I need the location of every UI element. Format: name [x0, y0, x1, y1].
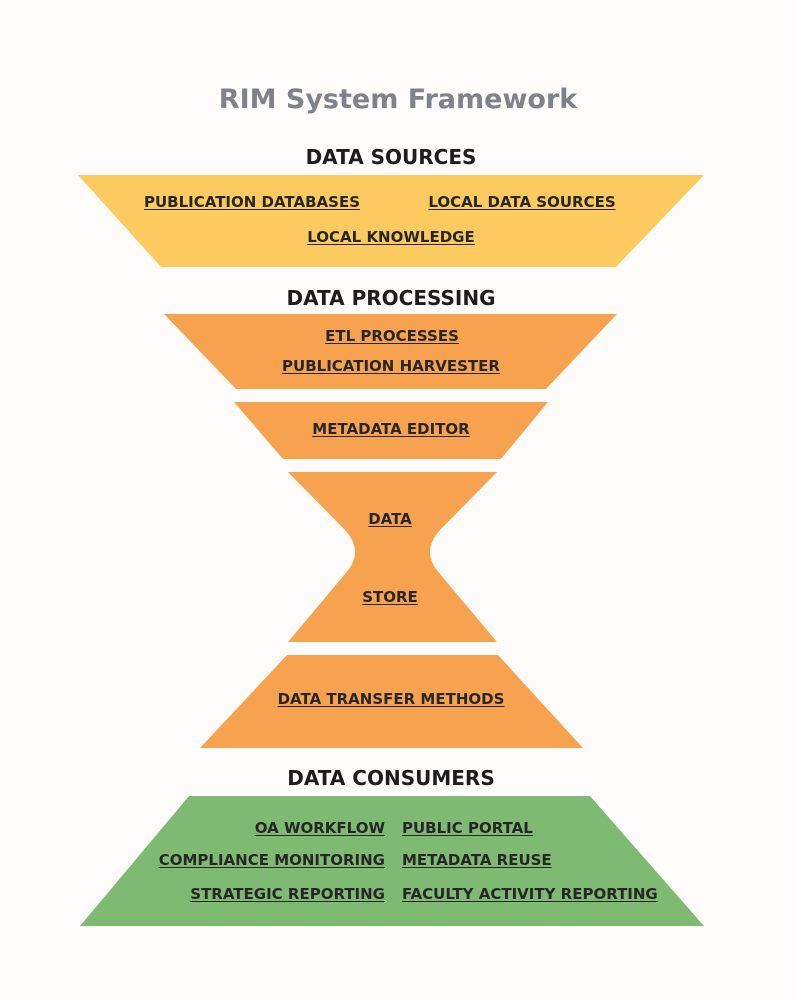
- oa-workflow-link[interactable]: OA WORKFLOW: [254, 819, 385, 837]
- data-consumers-heading: DATA CONSUMERS: [287, 766, 495, 790]
- data-store-link-line2[interactable]: STORE: [362, 588, 418, 606]
- local-knowledge-link[interactable]: LOCAL KNOWLEDGE: [307, 228, 475, 246]
- data-store-link-line1[interactable]: DATA: [368, 510, 412, 528]
- data-sources-heading: DATA SOURCES: [305, 145, 477, 169]
- data-store-shape: [288, 472, 497, 642]
- consumers-shape: [80, 796, 704, 926]
- strategic-reporting-link[interactable]: STRATEGIC REPORTING: [190, 885, 385, 903]
- local-data-sources-link[interactable]: LOCAL DATA SOURCES: [428, 193, 616, 211]
- data-transfer-methods-link[interactable]: DATA TRANSFER METHODS: [277, 690, 505, 708]
- public-portal-link[interactable]: PUBLIC PORTAL: [402, 819, 533, 837]
- processing-stage2-shape: [234, 402, 548, 459]
- etl-processes-link[interactable]: ETL PROCESSES: [325, 327, 459, 345]
- processing-stage1-shape: [164, 314, 617, 389]
- transfer-shape: [200, 655, 583, 748]
- metadata-reuse-link[interactable]: METADATA REUSE: [402, 851, 552, 869]
- data-processing-heading: DATA PROCESSING: [286, 286, 496, 310]
- metadata-editor-link[interactable]: METADATA EDITOR: [312, 420, 470, 438]
- compliance-monitoring-link[interactable]: COMPLIANCE MONITORING: [158, 851, 385, 869]
- faculty-activity-reporting-link[interactable]: FACULTY ACTIVITY REPORTING: [402, 885, 658, 903]
- publication-harvester-link[interactable]: PUBLICATION HARVESTER: [282, 357, 500, 375]
- sources-funnel-shape: [78, 175, 704, 267]
- publication-databases-link[interactable]: PUBLICATION DATABASES: [143, 193, 361, 211]
- page-title: RIM System Framework: [218, 84, 578, 115]
